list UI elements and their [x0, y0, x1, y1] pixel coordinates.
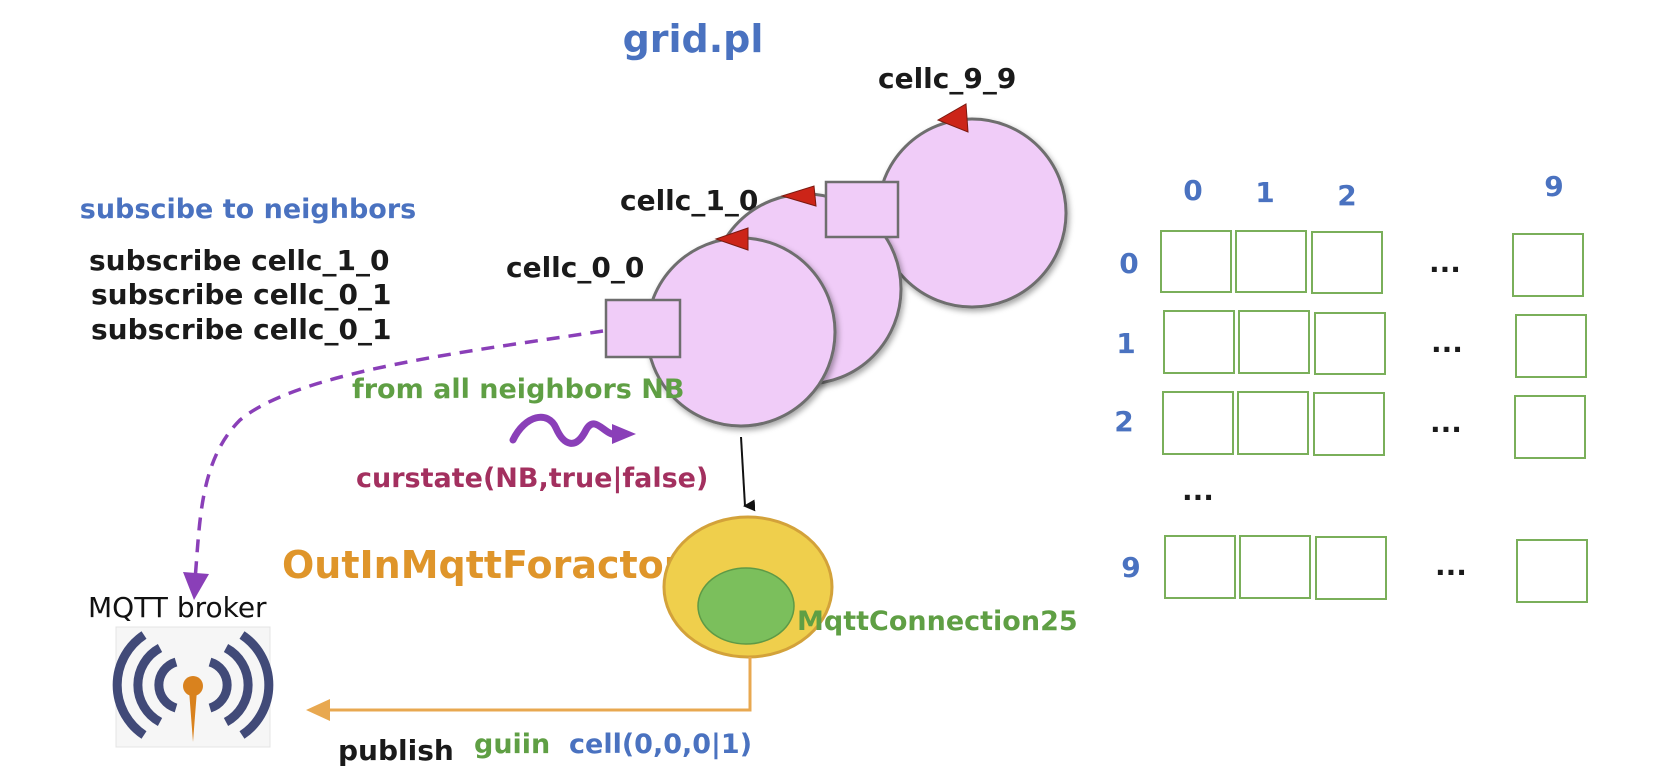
publish-arrow: [324, 657, 752, 712]
cell-label-9-9: cellc_9_9: [878, 62, 1016, 95]
grid-row-header-9: 9: [1121, 551, 1140, 584]
cell-port-box-1-0: [824, 180, 900, 239]
grid-cell: [1238, 310, 1310, 374]
connection-label: MqttConnection25: [797, 606, 1078, 637]
cell-label-1-0: cellc_1_0: [620, 184, 758, 217]
grid-cell: [1311, 231, 1383, 294]
grid-col-header-0: 0: [1183, 174, 1202, 207]
cell-circle-9-9: [876, 117, 1068, 309]
squiggle-arrow-icon: [509, 413, 624, 447]
pointer-triangle-icon: [714, 227, 749, 251]
connection-ellipse: [697, 567, 795, 645]
from-neighbors-label: from all neighbors NB: [352, 374, 684, 405]
grid-row-header-1: 1: [1116, 327, 1135, 360]
grid-col-header-2: 2: [1337, 179, 1356, 212]
grid-cell: [1162, 391, 1234, 455]
grid-cell: [1235, 230, 1307, 293]
subscribe-line-3: subscribe cellc_0_1: [91, 313, 391, 346]
grid-row-header-2: 2: [1114, 405, 1133, 438]
grid-ellipsis-rows: ...: [1182, 474, 1214, 507]
mqtt-broadcast-icon: [112, 626, 274, 748]
subscribe-heading: subscibe to neighbors: [80, 194, 416, 225]
grid-cell: [1239, 535, 1311, 599]
grid-cell: [1514, 395, 1586, 459]
pointer-triangle-icon: [936, 103, 969, 133]
curstate-label: curstate(NB,true|false): [356, 463, 708, 494]
subscribe-line-1: subscribe cellc_1_0: [89, 244, 389, 277]
publish-event-label: guiin: [474, 729, 550, 760]
grid-cell: [1163, 310, 1235, 374]
actor-label: OutInMqttForactor: [282, 543, 683, 587]
cell-port-box-0-0: [604, 298, 682, 359]
grid-col-header-1: 1: [1255, 176, 1274, 209]
grid-cell: [1314, 312, 1386, 375]
grid-panel: 0 1 2 9 0 1 2 9 ... ... ...: [1114, 170, 1588, 603]
publish-arrow-head: [306, 699, 330, 721]
grid-col-header-9: 9: [1544, 170, 1563, 203]
subscribe-arrow-head: [183, 572, 209, 600]
publish-payload-label: cell(0,0,0|1): [569, 729, 752, 760]
diagram-title: grid.pl: [623, 17, 764, 61]
grid-ellipsis-row-2: ...: [1430, 406, 1462, 439]
pointer-triangle-icon: [780, 185, 817, 207]
subscribe-line-2: subscribe cellc_0_1: [91, 278, 391, 311]
grid-ellipsis-row-1: ...: [1431, 326, 1463, 359]
cell-actor-0-0: [604, 227, 837, 428]
cell-to-actor-arrow: [740, 436, 756, 512]
cell-actor-9-9: [876, 103, 1068, 309]
grid-cell: [1512, 233, 1584, 297]
broker-label: MQTT broker: [88, 591, 267, 624]
publish-label: publish: [338, 734, 454, 767]
grid-cell: [1313, 392, 1385, 456]
grid-ellipsis-row-9: ...: [1435, 549, 1467, 582]
grid-cell: [1164, 535, 1236, 599]
grid-cell: [1160, 230, 1232, 293]
grid-cell: [1315, 536, 1387, 600]
grid-ellipsis-row-0: ...: [1429, 246, 1461, 279]
grid-cell: [1237, 391, 1309, 455]
grid-cell: [1515, 314, 1587, 378]
squiggle-arrow-head: [612, 424, 636, 444]
cell-label-0-0: cellc_0_0: [506, 251, 644, 284]
grid-row-header-0: 0: [1119, 247, 1138, 280]
grid-cell: [1516, 539, 1588, 603]
